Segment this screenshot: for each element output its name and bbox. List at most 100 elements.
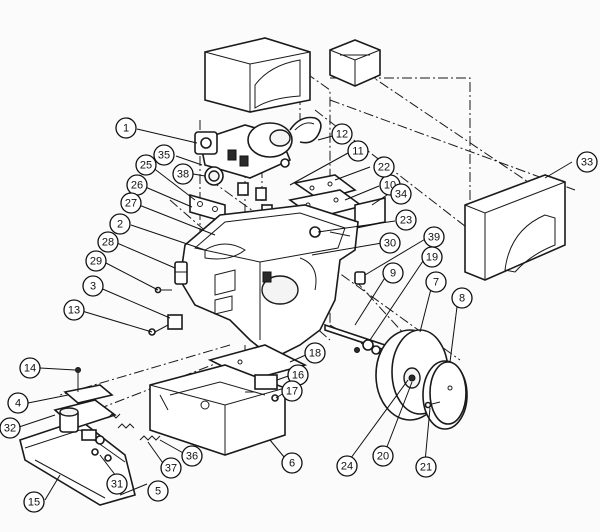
callout-circle xyxy=(153,144,175,166)
floor-tool-assembly xyxy=(19,399,136,506)
callout-number: 8 xyxy=(459,293,465,305)
callout-13: 13 xyxy=(63,299,85,321)
callout-circle xyxy=(451,287,473,309)
fitting-39 xyxy=(354,271,366,285)
callout-number: 5 xyxy=(155,486,161,498)
callout-number: 36 xyxy=(186,451,198,463)
callout-22: 22 xyxy=(373,156,395,178)
bolts-31 xyxy=(91,448,112,462)
latch-28 xyxy=(174,261,188,285)
callout-12: 12 xyxy=(331,123,353,145)
callout-circle xyxy=(109,213,131,235)
callout-16: 16 xyxy=(287,364,309,386)
callout-27: 27 xyxy=(120,192,142,214)
pump-motor-assembly xyxy=(194,116,322,186)
callout-number: 13 xyxy=(68,305,80,317)
callout-circle xyxy=(281,452,303,474)
callout-28: 28 xyxy=(97,231,119,253)
callout-34: 34 xyxy=(390,183,412,205)
callout-circle xyxy=(19,357,41,379)
callout-35: 35 xyxy=(153,144,175,166)
callout-circle xyxy=(382,262,404,284)
callout-17: 17 xyxy=(281,380,303,402)
callout-39: 39 xyxy=(423,226,445,248)
callout-24: 24 xyxy=(336,455,358,477)
callout-number: 39 xyxy=(428,232,440,244)
callout-5: 5 xyxy=(147,480,169,502)
spring-37 xyxy=(107,413,161,441)
callout-3: 3 xyxy=(82,275,104,297)
callout-circle xyxy=(106,473,128,495)
callout-number: 12 xyxy=(336,129,348,141)
callout-2: 2 xyxy=(109,213,131,235)
callout-circle xyxy=(425,271,447,293)
callout-circle xyxy=(390,183,412,205)
callout-number: 24 xyxy=(341,461,353,473)
foam-pad-top-left xyxy=(204,37,311,113)
callout-20: 20 xyxy=(372,445,394,467)
callout-circle xyxy=(0,417,21,439)
callout-number: 6 xyxy=(289,458,295,470)
callout-number: 30 xyxy=(384,238,396,250)
callout-9: 9 xyxy=(382,262,404,284)
callout-33: 33 xyxy=(576,151,598,173)
callout-number: 14 xyxy=(24,363,36,375)
callout-7: 7 xyxy=(425,271,447,293)
callout-11: 11 xyxy=(347,140,369,162)
callout-38: 38 xyxy=(172,163,194,185)
main-tank-body xyxy=(179,204,359,356)
callout-26: 26 xyxy=(126,174,148,196)
callout-circle xyxy=(373,156,395,178)
callout-6: 6 xyxy=(281,452,303,474)
callout-circle xyxy=(576,151,598,173)
callout-number: 33 xyxy=(581,157,593,169)
callout-circle xyxy=(347,140,369,162)
callout-circle xyxy=(82,275,104,297)
callout-number: 22 xyxy=(378,162,390,174)
axle-19 xyxy=(324,323,386,355)
callout-circle xyxy=(331,123,353,145)
callout-circle xyxy=(160,457,182,479)
screw-29 xyxy=(154,286,172,294)
callout-circle xyxy=(281,380,303,402)
callout-number: 38 xyxy=(177,169,189,181)
callout-number: 37 xyxy=(165,463,177,475)
callout-number: 20 xyxy=(377,451,389,463)
callout-32: 32 xyxy=(0,417,21,439)
callout-number: 2 xyxy=(117,219,123,231)
callout-number: 35 xyxy=(158,150,170,162)
callout-circle xyxy=(7,392,29,414)
base-housing-6 xyxy=(149,364,286,456)
callout-number: 4 xyxy=(15,398,21,410)
callout-number: 7 xyxy=(433,277,439,289)
callout-number: 16 xyxy=(292,370,304,382)
callout-circle xyxy=(23,491,45,513)
callout-1: 1 xyxy=(115,117,137,139)
fastener-17 xyxy=(271,394,279,402)
callout-circle xyxy=(379,232,401,254)
callout-number: 9 xyxy=(390,268,396,280)
callout-23: 23 xyxy=(395,209,417,231)
foam-pad-33 xyxy=(464,174,566,281)
screw-21 xyxy=(424,401,441,409)
callout-circle xyxy=(172,163,194,185)
callout-30: 30 xyxy=(379,232,401,254)
callout-circle xyxy=(147,480,169,502)
hubcap-8 xyxy=(422,360,468,430)
callout-number: 26 xyxy=(131,180,143,192)
callout-number: 17 xyxy=(286,386,298,398)
callout-circle xyxy=(423,226,445,248)
callout-21: 21 xyxy=(415,456,437,478)
callout-29: 29 xyxy=(85,250,107,272)
callout-circle xyxy=(304,342,326,364)
callout-25: 25 xyxy=(135,154,157,176)
callout-circle xyxy=(372,445,394,467)
callout-number: 29 xyxy=(90,256,102,268)
callout-number: 11 xyxy=(352,146,363,158)
clamp-13 xyxy=(148,314,183,336)
callout-19: 19 xyxy=(421,246,443,268)
callout-14: 14 xyxy=(19,357,41,379)
callout-number: 28 xyxy=(102,237,114,249)
